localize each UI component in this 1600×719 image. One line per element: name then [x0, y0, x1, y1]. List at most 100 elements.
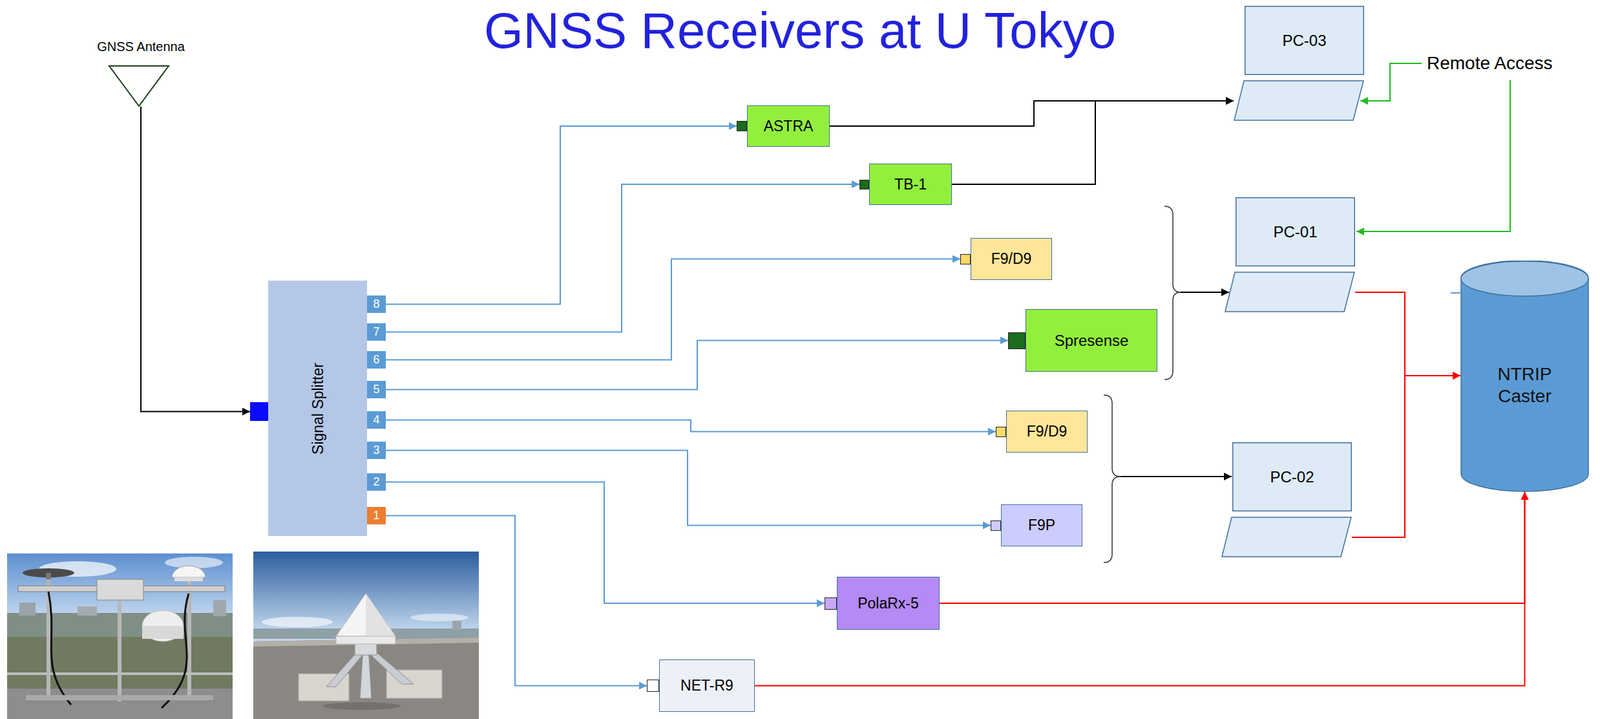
stub-line [1450, 292, 1461, 294]
receiver-box: TB-1 [859, 163, 952, 205]
splitter-port: 5 [367, 380, 386, 399]
port-number: 7 [372, 325, 380, 339]
antenna-label: GNSS Antenna [87, 38, 195, 55]
receiver-name: Spresense [1054, 331, 1129, 350]
gnss-antenna: GNSS Antenna [87, 38, 195, 107]
cylinder-body [1461, 260, 1589, 492]
connector [385, 126, 737, 305]
receiver-name: PolaRx-5 [857, 594, 919, 612]
monitor-screen: PC-03 [1244, 5, 1365, 75]
shadow [323, 701, 401, 710]
signal-splitter: 8 7 6 5 4 3 2 1 Signal Splitter [250, 280, 386, 536]
monitor [1236, 197, 1356, 267]
splitter-label: Signal Splitter [308, 362, 327, 455]
connector [385, 482, 825, 604]
cable [161, 593, 189, 708]
receiver-name: F9/D9 [991, 250, 1032, 268]
building [19, 602, 36, 616]
receiver-name: F9/D9 [1026, 422, 1068, 441]
receiver-box: F9P [990, 504, 1083, 547]
ntrip-caster: NTRIP Caster [1460, 260, 1590, 492]
splitter-port: 8 [367, 295, 386, 313]
receiver-face: TB-1 [869, 163, 952, 205]
pc-name: PC-02 [1269, 467, 1314, 486]
mount-plate [96, 578, 144, 600]
bracket-arrow [1120, 475, 1232, 477]
port-number: 4 [372, 412, 380, 427]
receiver-face: NET-R9 [659, 659, 755, 712]
receiver-name: ASTRA [763, 117, 814, 136]
cone-base [336, 635, 396, 644]
caster-name: NTRIP Caster [1479, 363, 1571, 408]
receiver-face: PolaRx-5 [836, 576, 940, 630]
splitter-port: 3 [367, 441, 386, 459]
cloud [261, 616, 333, 627]
group-bracket [1103, 394, 1121, 563]
antenna-symbol [87, 65, 191, 107]
receiver-face: ASTRA [747, 105, 830, 147]
antenna-base [174, 577, 203, 581]
receiver-name: NET-R9 [680, 676, 734, 695]
monitor [1245, 6, 1365, 75]
port-number: 5 [372, 382, 380, 397]
splitter-port: 4 [367, 410, 386, 429]
port-number: 1 [372, 508, 380, 523]
port-number: 6 [372, 352, 380, 367]
receiver-face: Spresense [1025, 308, 1158, 372]
group-bracket [1164, 206, 1181, 380]
building [452, 620, 462, 630]
receiver-face: F9/D9 [1006, 410, 1088, 453]
connector [385, 450, 991, 526]
dome-antenna [171, 565, 206, 578]
antenna-triangle [109, 65, 169, 106]
pc-computer: PC-02 [1221, 442, 1352, 558]
connector [140, 106, 251, 412]
dome [142, 610, 184, 642]
building [77, 606, 97, 616]
receiver-face: F9/D9 [970, 237, 1053, 280]
stand-hub [354, 642, 377, 655]
connector [829, 100, 1234, 127]
splitter-port: 2 [367, 473, 386, 491]
receiver-box: F9/D9 [995, 410, 1088, 453]
receiver-box: Spresense [1008, 308, 1158, 372]
pc-computer: PC-03 [1233, 5, 1365, 121]
receiver-box: NET-R9 [646, 659, 755, 712]
connector [951, 100, 1234, 185]
cable [48, 591, 72, 705]
pc-name: PC-01 [1273, 222, 1317, 242]
cone-radome [336, 593, 396, 636]
connector [385, 515, 647, 686]
antenna-stem [45, 572, 52, 579]
antenna-jack [859, 179, 870, 190]
cloud [410, 613, 469, 622]
receiver-box: PolaRx-5 [824, 576, 940, 630]
connector [754, 491, 1526, 686]
pc-name: PC-03 [1282, 31, 1327, 50]
port-number: 3 [372, 443, 380, 457]
monitor-screen: PC-01 [1235, 197, 1356, 267]
keyboard [1225, 272, 1355, 312]
splitter-port: 7 [367, 323, 386, 341]
frame-foot [25, 694, 214, 700]
cylinder-text-area: NTRIP Caster [1460, 295, 1590, 475]
port-number: 2 [372, 474, 380, 489]
pc-computer: PC-01 [1224, 197, 1356, 313]
port-number: 8 [372, 297, 380, 311]
connector [385, 340, 1009, 390]
dome-base [142, 625, 184, 639]
receiver-name: F9P [1028, 516, 1056, 534]
annotation-label: Remote Access [1426, 52, 1553, 74]
antenna-jack [736, 120, 748, 132]
receiver-box: F9/D9 [960, 237, 1053, 280]
photo-sky [7, 553, 233, 719]
pc-outline [1221, 442, 1352, 558]
splitter-port: 6 [367, 350, 386, 369]
bracket-arrow [1180, 291, 1230, 293]
connector [939, 491, 1526, 603]
rooftop-photo [7, 553, 233, 719]
antenna-jack [824, 597, 837, 610]
remote-access-line [1360, 63, 1422, 101]
antenna-jack [646, 679, 660, 692]
